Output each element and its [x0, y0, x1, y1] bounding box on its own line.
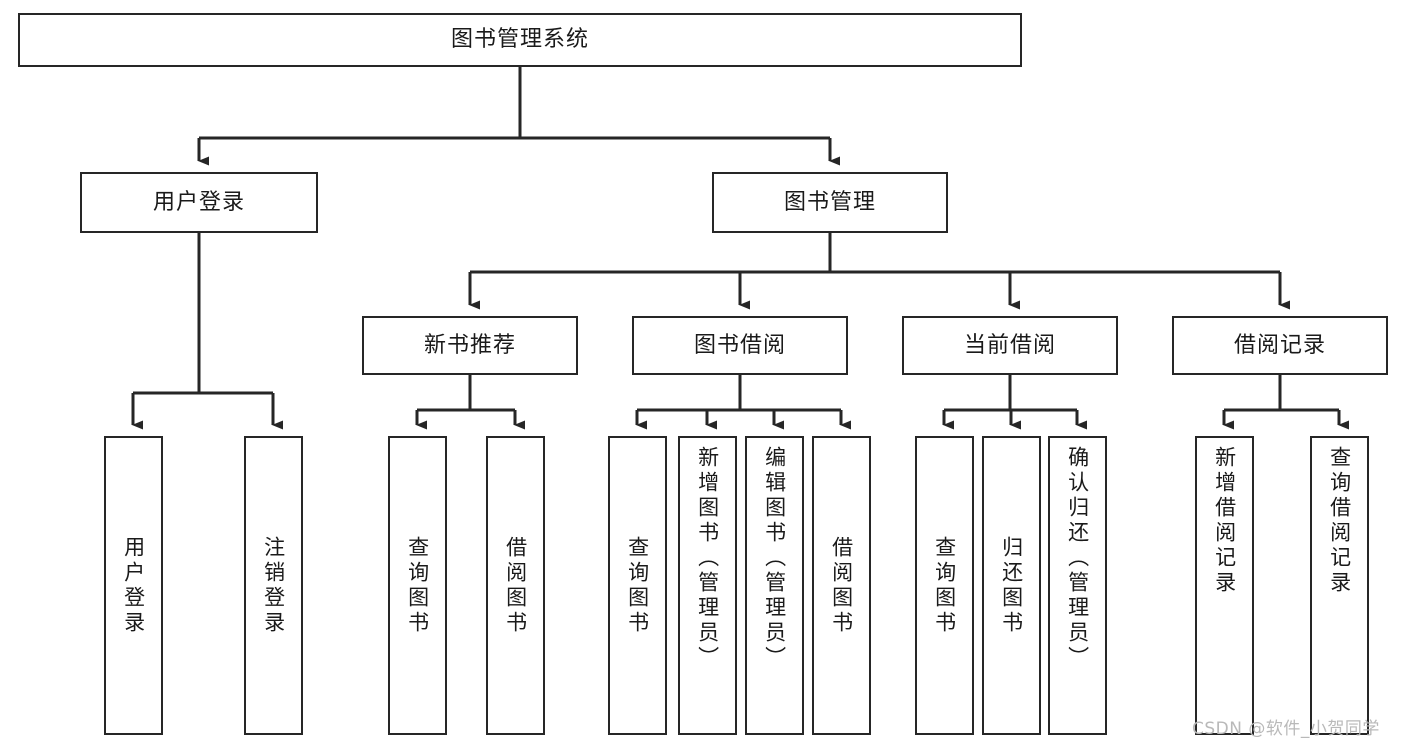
node-leaf-label: 借阅图书 — [829, 535, 854, 636]
node-level2-图书管理[interactable]: 图书管理 — [712, 172, 948, 233]
node-leaf-查询图书[interactable]: 查询图书 — [915, 436, 974, 735]
node-leaf-label: 用户登录 — [121, 535, 146, 636]
node-leaf-确认归还管理员[interactable]: 确认归还（管理员） — [1048, 436, 1107, 735]
watermark-text: CSDN @软件_小贺同学 — [1192, 719, 1380, 739]
node-level3-当前借阅[interactable]: 当前借阅 — [902, 316, 1118, 375]
node-leaf-查询借阅记录[interactable]: 查询借阅记录 — [1310, 436, 1369, 735]
node-leaf-借阅图书[interactable]: 借阅图书 — [486, 436, 545, 735]
node-leaf-查询图书[interactable]: 查询图书 — [608, 436, 667, 735]
node-leaf-label: 编辑图书（管理员） — [762, 446, 787, 671]
node-leaf-label: 借阅图书 — [503, 535, 528, 636]
node-level3-借阅记录[interactable]: 借阅记录 — [1172, 316, 1388, 375]
node-level2-label: 用户登录 — [152, 189, 245, 215]
node-level3-图书借阅[interactable]: 图书借阅 — [632, 316, 848, 375]
node-root-label: 图书管理系统 — [450, 27, 589, 53]
node-level3-新书推荐[interactable]: 新书推荐 — [362, 316, 578, 375]
node-root[interactable]: 图书管理系统 — [18, 13, 1022, 67]
node-leaf-label: 新增图书（管理员） — [695, 446, 720, 671]
node-leaf-新增图书管理员[interactable]: 新增图书（管理员） — [678, 436, 737, 735]
node-leaf-归还图书[interactable]: 归还图书 — [982, 436, 1041, 735]
node-leaf-label: 注销登录 — [261, 535, 286, 636]
node-leaf-用户登录[interactable]: 用户登录 — [104, 436, 163, 735]
node-leaf-注销登录[interactable]: 注销登录 — [244, 436, 303, 735]
node-leaf-label: 查询借阅记录 — [1327, 446, 1352, 596]
node-level2-label: 图书管理 — [783, 189, 876, 215]
node-leaf-label: 新增借阅记录 — [1212, 446, 1237, 596]
node-leaf-label: 查询图书 — [625, 535, 650, 636]
node-leaf-label: 归还图书 — [999, 535, 1024, 636]
node-level3-label: 当前借阅 — [963, 332, 1056, 358]
node-leaf-新增借阅记录[interactable]: 新增借阅记录 — [1195, 436, 1254, 735]
node-level3-label: 图书借阅 — [693, 332, 786, 358]
node-leaf-label: 确认归还（管理员） — [1065, 446, 1090, 671]
node-level3-label: 新书推荐 — [423, 332, 516, 358]
node-leaf-借阅图书[interactable]: 借阅图书 — [812, 436, 871, 735]
node-leaf-label: 查询图书 — [932, 535, 957, 636]
node-leaf-编辑图书管理员[interactable]: 编辑图书（管理员） — [745, 436, 804, 735]
node-level3-label: 借阅记录 — [1233, 332, 1326, 358]
node-leaf-查询图书[interactable]: 查询图书 — [388, 436, 447, 735]
node-leaf-label: 查询图书 — [405, 535, 430, 636]
node-level2-用户登录[interactable]: 用户登录 — [80, 172, 318, 233]
